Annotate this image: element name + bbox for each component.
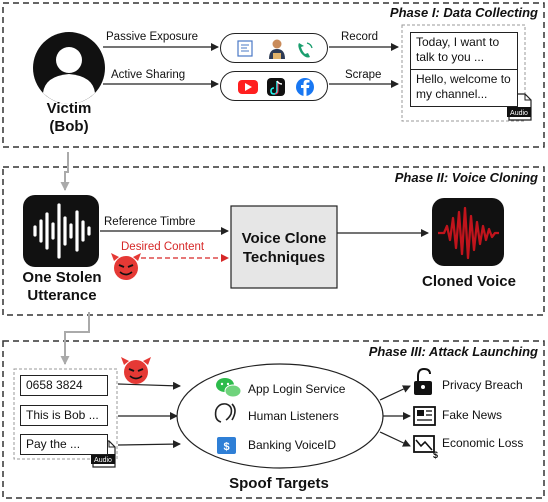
cloned-voice-label: Cloned Voice — [422, 273, 516, 290]
technique-box — [230, 205, 338, 289]
person-icon — [269, 39, 285, 59]
input-box-payment: Pay the ... — [20, 434, 108, 455]
reference-timbre-label: Reference Timbre — [104, 216, 196, 228]
connector-phase1-phase2 — [60, 152, 70, 191]
news-icon — [413, 406, 436, 426]
facebook-icon — [296, 78, 314, 96]
input-box-code: 0658 3824 — [20, 375, 108, 396]
snippet-box-scrape: Hello, welcome to my channel... — [410, 69, 518, 107]
red-waveform-icon — [432, 198, 504, 266]
phase1-frame — [2, 2, 545, 148]
dial-icon — [237, 40, 253, 57]
scrape-label: Scrape — [345, 69, 382, 81]
spoof-targets-label: Spoof Targets — [229, 475, 329, 492]
active-sharing-label: Active Sharing — [111, 69, 186, 81]
outcome-privacy-breach: Privacy Breach — [442, 378, 523, 392]
victim-label: Victim (Bob) — [46, 100, 92, 135]
service-app-login: App Login Service — [248, 382, 346, 396]
svg-text:$: $ — [433, 450, 438, 460]
service-human-listeners: Human Listeners — [248, 409, 339, 423]
ear-icon — [214, 403, 236, 423]
wechat-icon — [216, 378, 242, 398]
devil-icon — [111, 253, 141, 280]
input-group-frame — [13, 368, 118, 460]
lock-icon — [414, 367, 432, 395]
outcome-fake-news: Fake News — [442, 408, 503, 422]
service-banking-voiceid: Banking VoiceID — [248, 438, 337, 452]
money-loss-icon: $ — [413, 435, 438, 460]
phase1-title: Phase I: Data Collecting — [389, 5, 538, 20]
svg-text:$: $ — [223, 441, 229, 453]
record-label: Record — [341, 31, 379, 43]
tiktok-icon — [267, 78, 285, 96]
active-sharing-pill — [220, 71, 328, 101]
phone-call-icon — [298, 42, 313, 58]
snippet-group-frame — [401, 24, 526, 122]
phase2-frame — [2, 166, 545, 316]
passive-exposure-label: Passive Exposure — [106, 31, 199, 43]
phase3-frame — [2, 340, 545, 499]
youtube-icon — [238, 80, 258, 94]
bank-icon: $ — [217, 437, 236, 454]
svg-text:Audio: Audio — [510, 110, 528, 117]
utterance-label: One Stolen Utterance — [22, 269, 102, 304]
phase2-title: Phase II: Voice Cloning — [394, 170, 538, 185]
connector-phase2-phase3 — [60, 312, 90, 365]
phase3-title: Phase III: Attack Launching — [368, 344, 538, 359]
desired-content-label: Desired Content — [121, 241, 205, 253]
passive-exposure-pill — [220, 33, 328, 63]
waveform-icon — [23, 195, 99, 267]
technique-label: Voice Clone Techniques — [241, 230, 327, 266]
outcome-economic-loss: Economic Loss — [442, 436, 524, 450]
devil-icon — [121, 357, 151, 384]
input-box-identity: This is Bob ... — [20, 405, 108, 426]
snippet-box-record: Today, I want to talk to you ... — [410, 32, 518, 70]
victim-silhouette-icon — [33, 32, 105, 104]
svg-text:Audio: Audio — [94, 457, 112, 464]
